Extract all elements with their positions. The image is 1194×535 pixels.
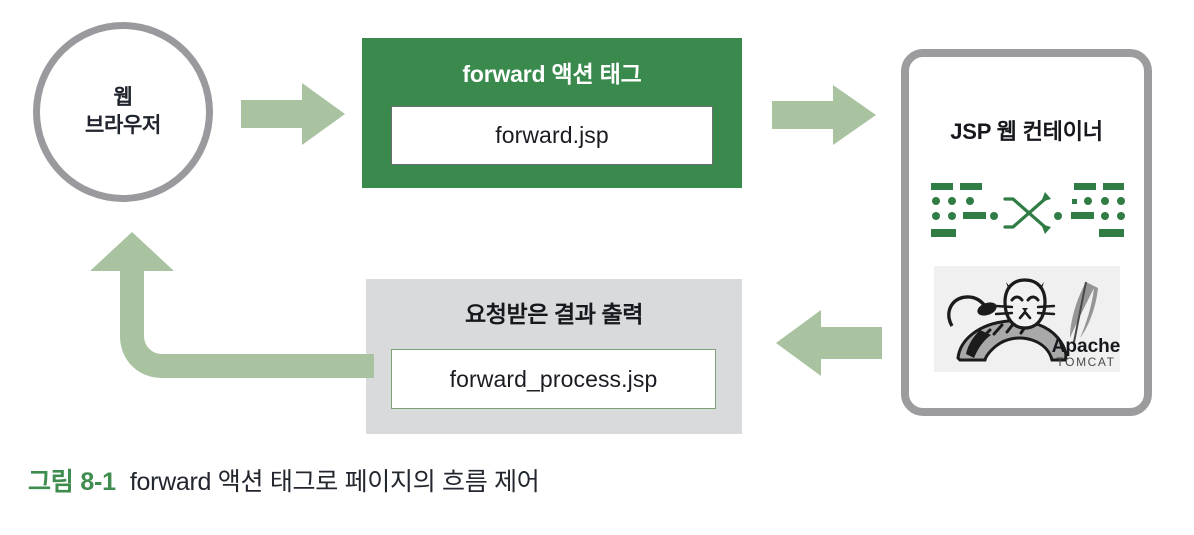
apache-tomcat-logo: Apache TOMCAT: [933, 266, 1120, 372]
tomcat-product-text: TOMCAT: [1056, 355, 1115, 369]
forward-jsp-file-label: forward.jsp: [495, 122, 609, 148]
result-box-title: 요청받은 결과 출력: [464, 301, 644, 327]
forward-jsp-file-box: forward.jsp: [391, 106, 713, 165]
figure-caption-text: forward 액션 태그로 페이지의 흐름 제어: [129, 468, 540, 496]
forward-action-tag-box: forward 액션 태그 forward.jsp: [362, 38, 742, 188]
forward-process-jsp-file-box: forward_process.jsp: [391, 349, 716, 409]
figure-number: 그림 8-1: [28, 468, 116, 496]
web-browser-node: 웹 브라우저: [33, 22, 213, 202]
container-panel-title: JSP 웹 컨테이너: [950, 119, 1103, 144]
figure-caption: 그림 8-1 forward 액션 태그로 페이지의 흐름 제어: [28, 462, 540, 498]
arrow-container-to-result: [776, 310, 882, 376]
forward-process-jsp-file-label: forward_process.jsp: [449, 365, 658, 392]
arrow-forward-to-container: [772, 85, 876, 145]
forward-box-title: forward 액션 태그: [462, 61, 642, 87]
result-output-box: 요청받은 결과 출력 forward_process.jsp: [366, 279, 742, 434]
arrow-browser-to-forward: [241, 83, 345, 145]
shuffle-arrows-icon: [927, 181, 1127, 243]
arrow-result-to-browser: [62, 228, 374, 393]
browser-label-line1: 웹: [113, 86, 133, 110]
tomcat-brand-text: Apache: [1051, 336, 1119, 357]
browser-label-line2: 브라우저: [84, 114, 162, 137]
jsp-web-container-panel: JSP 웹 컨테이너: [901, 49, 1152, 416]
